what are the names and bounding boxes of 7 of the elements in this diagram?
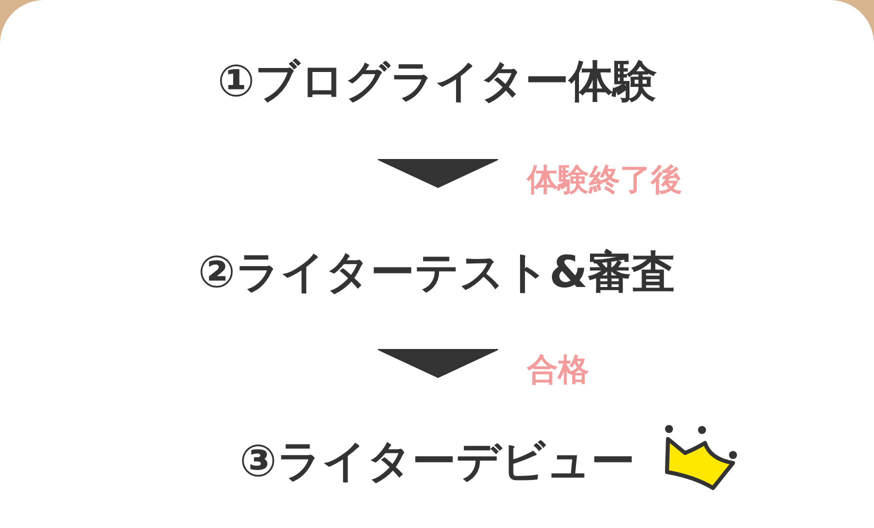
edge-label: 体験終了後 — [527, 162, 682, 198]
step-heading: ③ライターデビュー — [240, 432, 635, 492]
step-heading: ②ライターテスト&審査 — [198, 243, 676, 303]
down-arrow — [378, 349, 498, 378]
edge-label: 合格 — [527, 352, 589, 388]
step-heading: ①ブログライター体験 — [218, 52, 657, 112]
down-arrow — [378, 159, 498, 188]
